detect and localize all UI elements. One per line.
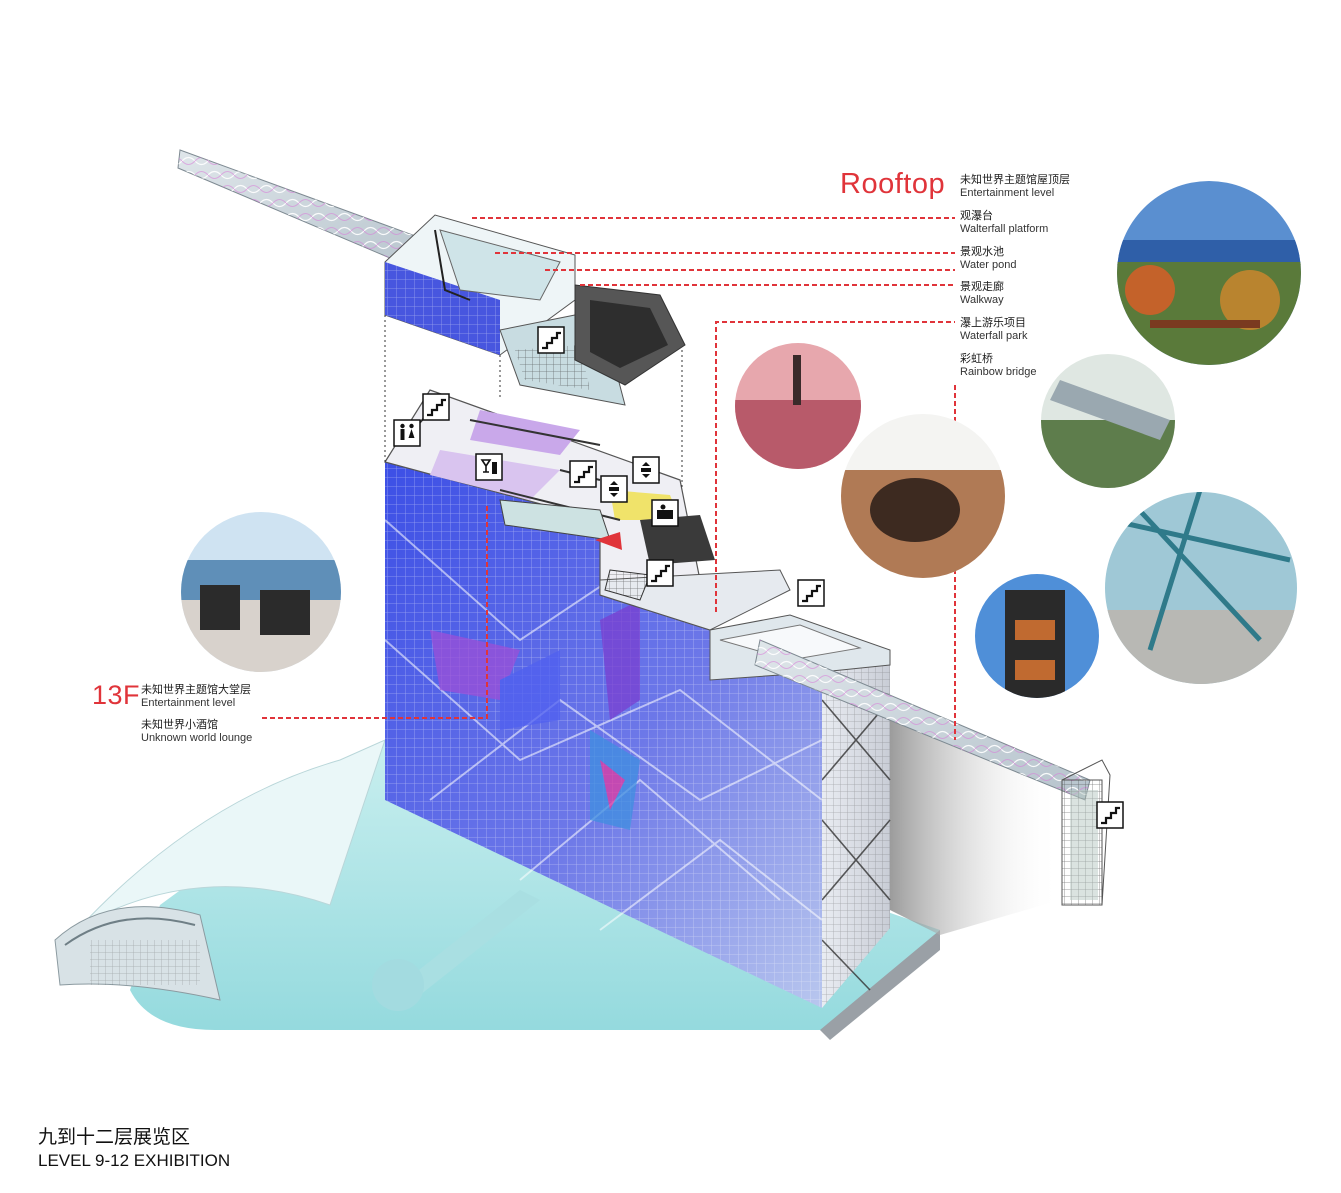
tower-side-bracing <box>821 699 891 991</box>
item-en: Walterfall platform <box>960 223 1049 235</box>
ticket-icon <box>651 499 679 527</box>
photo-walkway <box>1041 354 1175 488</box>
floor13-level-en: Entertainment level <box>141 697 236 709</box>
stairs-icon <box>569 460 597 488</box>
footer-title-zh: 九到十二层展览区 <box>38 1126 191 1148</box>
rooftop-item-waterfall-park: 瀑上游乐项目 Waterfall park <box>960 316 1027 343</box>
plaza-wave <box>81 739 386 926</box>
floor13-title: 13F <box>92 680 141 710</box>
photo-tower <box>975 574 1099 698</box>
item-zh: 观瀑台 <box>960 209 993 222</box>
item-zh: 景观水池 <box>960 245 1004 258</box>
rooftop-item-walkway: 景观走廊 Walkway <box>960 280 1004 307</box>
item-en: Rainbow bridge <box>960 366 1037 378</box>
bridge-lift-tower <box>1061 759 1111 906</box>
purple-room <box>470 410 580 455</box>
rooftop-item-rainbow-bridge: 彩虹桥 Rainbow bridge <box>960 352 1036 379</box>
stairs-icon <box>537 326 565 354</box>
plaza-edge <box>820 930 940 1040</box>
bar-icon <box>475 453 503 481</box>
photo-waterfall-platform <box>1117 181 1301 365</box>
elevator-icon <box>600 475 628 503</box>
red-marker <box>595 532 622 550</box>
terrace-stair <box>604 569 651 601</box>
rooftop-block <box>384 214 686 406</box>
facade-diagrid <box>384 519 823 931</box>
photo-lounge <box>181 512 341 672</box>
item-zh: 景观走廊 <box>960 280 1004 293</box>
floor13-lounge-label: 未知世界小酒馆 Unknown world lounge <box>141 718 252 745</box>
rooftop-title: Rooftop <box>840 168 946 200</box>
explode-guides <box>384 315 683 488</box>
stairs-icon <box>422 393 450 421</box>
rooftop-level-label: 未知世界主题馆屋顶层 Entertainment level <box>960 173 1070 200</box>
elevator-icon <box>632 456 660 484</box>
entrance-canopy <box>54 906 221 1001</box>
stairs-icon <box>797 579 825 607</box>
facade-projection <box>430 600 640 830</box>
restroom-icon <box>393 419 421 447</box>
photo-rainbow-bridge <box>1105 492 1297 684</box>
rooftop-level-zh: 未知世界主题馆屋顶层 <box>960 173 1070 186</box>
floor13-level-zh: 未知世界主题馆大堂层 <box>141 683 251 696</box>
photo-waterfall-park <box>841 414 1005 578</box>
item-zh: 瀑上游乐项目 <box>960 316 1026 329</box>
floor13-item-zh: 未知世界小酒馆 <box>141 718 218 731</box>
water-basin <box>372 959 424 1011</box>
dark-roof-block <box>640 515 715 565</box>
footer-title-en: LEVEL 9-12 EXHIBITION <box>38 1151 231 1170</box>
water-channel <box>400 890 540 995</box>
item-en: Water pond <box>960 259 1017 271</box>
item-en: Walkway <box>960 294 1004 306</box>
floor13-item-en: Unknown world lounge <box>141 732 253 744</box>
item-en: Waterfall park <box>960 330 1028 342</box>
floor13-level-label: 未知世界主题馆大堂层 Entertainment level <box>141 683 251 710</box>
item-zh: 彩虹桥 <box>960 352 993 365</box>
rooftop-level-en: Entertainment level <box>960 187 1055 199</box>
stairs-icon <box>1096 801 1124 829</box>
rooftop-item-water-pond: 景观水池 Water pond <box>960 245 1016 272</box>
rooftop-item-waterfall-platform: 观瀑台 Walterfall platform <box>960 209 1048 236</box>
photo-water-pond <box>735 343 861 469</box>
stairs-icon <box>646 559 674 587</box>
